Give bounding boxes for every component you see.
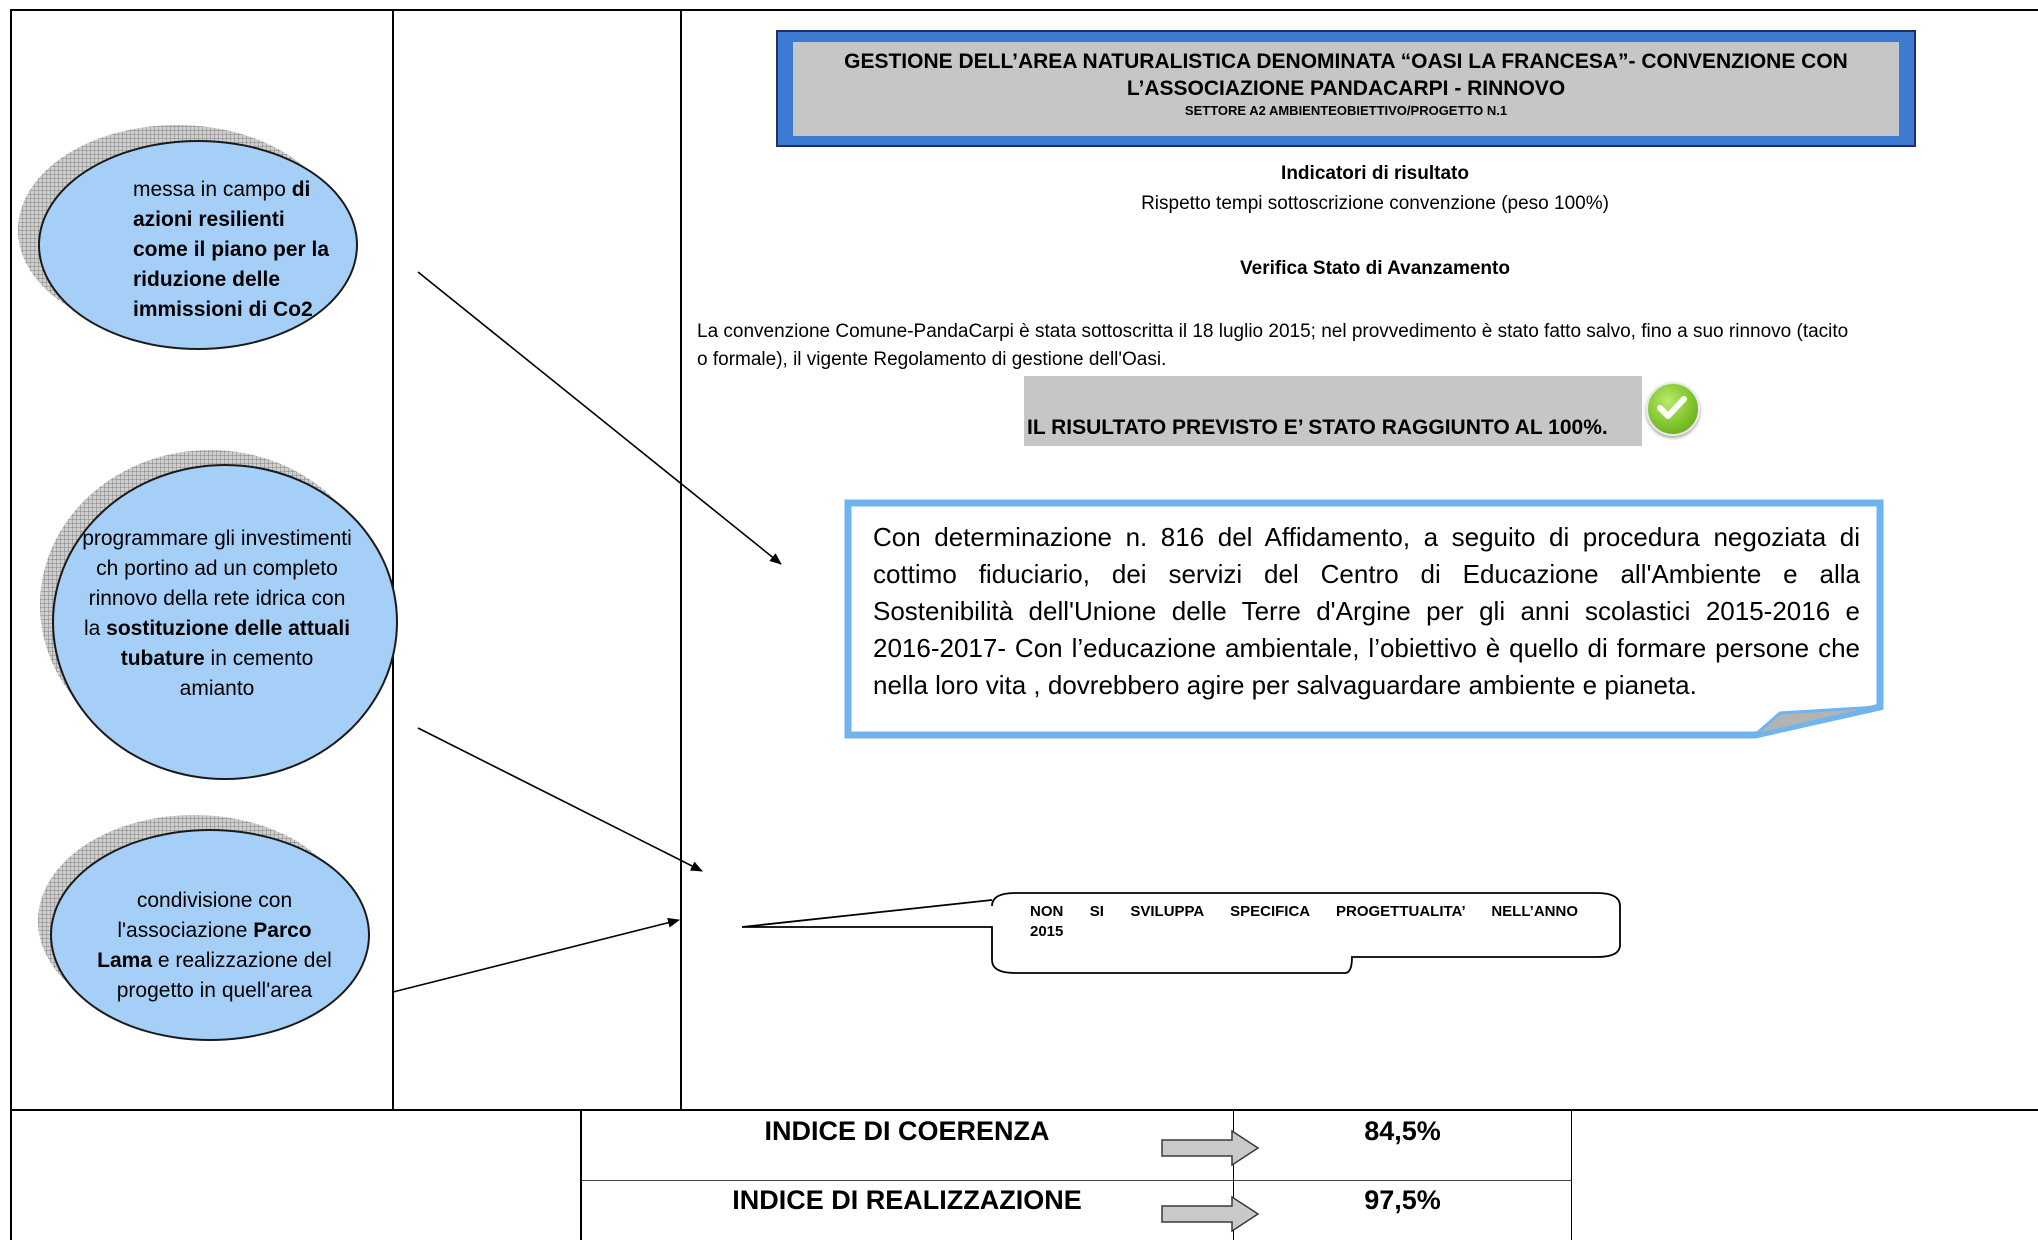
column-divider-1	[392, 9, 394, 1110]
callout-line-1: Con determinazione n. 816 del Affidament…	[873, 522, 1860, 552]
bubble-text: condivisione con l'associazione Parco La…	[97, 889, 332, 1002]
left-border	[10, 9, 12, 1240]
callout-text: Con determinazione n. 816 del Affidament…	[873, 519, 1860, 704]
bubble-ellipse	[38, 140, 358, 350]
callout-line-5: nella loro vita , dovrebbero agire per s…	[873, 670, 1697, 700]
indicators-text: Rispetto tempi sottoscrizione convenzion…	[1141, 193, 1609, 214]
callout-line-3: Sostenibilità dell'Unione delle Terre d'…	[873, 596, 1860, 626]
note-line-2: 2015	[1030, 923, 1064, 940]
index-coerenza-label: INDICE DI COERENZA	[764, 1116, 1050, 1146]
bubble-ellipse: programmare gli investimenti ch portino …	[52, 464, 398, 780]
index-table-right	[1571, 1109, 1572, 1240]
verifica-line-1: La convenzione Comune-PandaCarpi è stata…	[697, 321, 1849, 342]
index-table-top	[580, 1109, 1572, 1111]
index-table-left	[580, 1109, 582, 1240]
callout-line-4: 2016-2017- Con l’educazione ambientale, …	[873, 633, 1860, 663]
objective-bubble-1: messa in campo di azioni resilienti come…	[18, 125, 358, 350]
project-header: GESTIONE DELL’AREA NATURALISTICA DENOMIN…	[776, 30, 1916, 147]
bubble-text: programmare gli investimenti ch portino …	[82, 527, 352, 700]
index-realizzazione-value: 97,5%	[1364, 1185, 1441, 1215]
project-header-inner: GESTIONE DELL’AREA NATURALISTICA DENOMIN…	[793, 42, 1899, 136]
project-subtitle: SETTORE A2 AMBIENTEOBIETTIVO/PROGETTO N.…	[1184, 103, 1508, 118]
column-divider-2	[680, 9, 682, 1110]
index-coerenza-value: 84,5%	[1364, 1116, 1441, 1146]
arrow-right-icon	[1161, 1195, 1260, 1233]
project-title-line-2: L’ASSOCIAZIONE PANDACARPI - RINNOVO	[1126, 77, 1566, 100]
callout-frame	[844, 499, 1884, 739]
note-line-1: NON SI SVILUPPA SPECIFICA PROGETTUALITA’…	[1030, 903, 1578, 920]
index-table-divider	[1233, 1109, 1234, 1240]
top-border	[10, 9, 2038, 11]
check-circle-icon	[1646, 382, 1700, 436]
bubble-ellipse: condivisione con l'associazione Parco La…	[50, 829, 370, 1041]
objective-bubble-3: condivisione con l'associazione Parco La…	[30, 815, 370, 1045]
note-text: NON SI SVILUPPA SPECIFICA PROGETTUALITA’…	[1030, 902, 1578, 942]
callout-line-2: cottimo fiduciario, dei servizi del Cent…	[873, 559, 1860, 589]
verifica-line-2: o formale), il vigente Regolamento di ge…	[697, 349, 1167, 370]
result-highlight	[1024, 376, 1642, 446]
note-callout-frame	[741, 892, 1621, 974]
indicators-heading: Indicatori di risultato	[1281, 163, 1469, 184]
index-table-mid	[580, 1180, 1572, 1181]
bubble-text: messa in campo di azioni resilienti come…	[133, 178, 330, 321]
index-realizzazione-label: INDICE DI REALIZZAZIONE	[732, 1185, 1082, 1215]
project-title-line-1: GESTIONE DELL’AREA NATURALISTICA DENOMIN…	[844, 50, 1848, 73]
objective-bubble-2: programmare gli investimenti ch portino …	[18, 450, 398, 780]
result-text: IL RISULTATO PREVISTO E’ STATO RAGGIUNTO…	[1027, 416, 1608, 439]
arrow-right-icon	[1161, 1129, 1260, 1167]
verifica-heading: Verifica Stato di Avanzamento	[1240, 258, 1510, 279]
